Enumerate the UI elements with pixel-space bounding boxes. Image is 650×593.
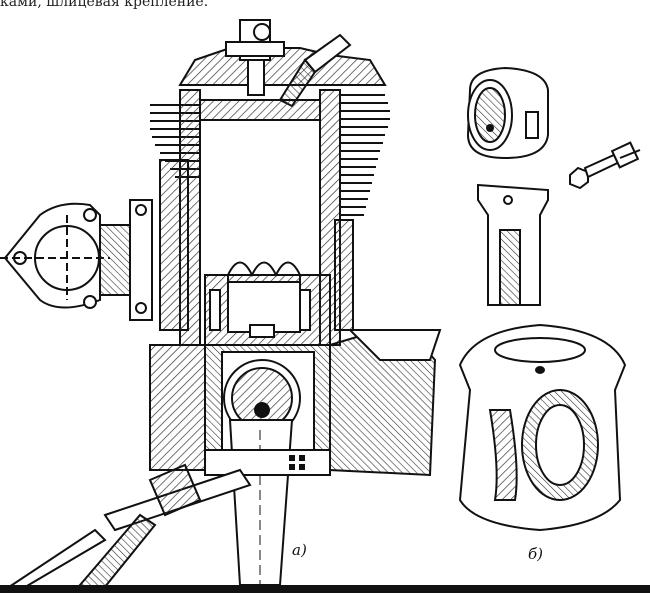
bottom-border [0,585,650,593]
exhaust-flange [0,199,153,321]
oil-lever [0,463,252,593]
cylinder-head [178,19,387,96]
bolt-part [569,141,641,190]
view-a-label: а) [292,541,307,559]
view-b-label: б) [528,545,544,563]
cylinder-sleeve-part [466,66,549,160]
crankcase [149,328,442,477]
crosshead-part [458,323,627,532]
cam-follower-part [477,183,549,306]
cooling-fins-right [340,94,390,216]
caption-top-text: ками, шлицевая крепление. [0,0,209,10]
